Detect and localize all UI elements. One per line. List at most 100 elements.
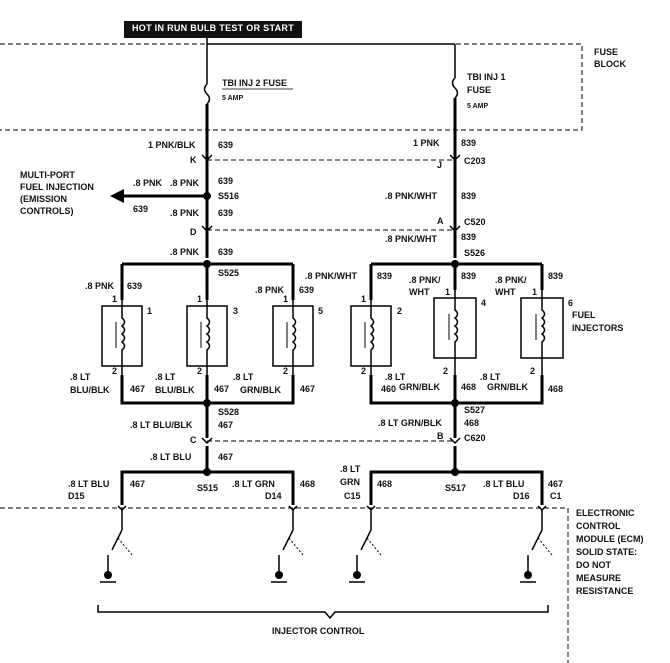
label-l-8ltblublk: .8 LT BLU/BLK xyxy=(130,420,193,430)
label-b6b: GRN/BLK xyxy=(487,382,528,392)
label-ecm4: SOLID STATE: xyxy=(576,547,637,557)
label-C1: C1 xyxy=(550,491,562,501)
label-l-8pnk1: .8 PNK xyxy=(133,178,163,188)
label-p2: 2 xyxy=(361,366,366,376)
label-inj-r-w3a: .8 PNK/ xyxy=(495,275,527,285)
label-p2: 2 xyxy=(283,366,288,376)
label-J: J xyxy=(437,160,442,170)
label-id: 3 xyxy=(233,306,238,316)
header-bar xyxy=(124,21,302,38)
header-title: HOT IN RUN BULB TEST OR START xyxy=(131,23,295,33)
label-b4b: GRN/BLK xyxy=(399,382,440,392)
label-b4n: 468 xyxy=(461,382,476,392)
label-ecm7: RESISTANCE xyxy=(576,586,633,596)
fuse-symbol-right xyxy=(451,77,459,99)
label-p2: 2 xyxy=(443,366,448,376)
label-p1: 1 xyxy=(361,294,366,304)
injector-2: 1 2 2 xyxy=(350,294,402,376)
label-S517: S517 xyxy=(445,483,466,493)
injector-5: 1 5 2 xyxy=(272,294,323,376)
fuse-block-label-1: FUSE xyxy=(594,47,618,57)
label-r-1pnk: 1 PNK xyxy=(413,138,440,148)
label-e-grn: GRN xyxy=(340,477,360,487)
label-ecm6: MEASURE xyxy=(576,573,621,583)
injector-4: 1 4 2 xyxy=(433,287,486,376)
label-p1: 1 xyxy=(112,294,117,304)
fuse-right-name-1: TBI INJ 1 xyxy=(467,72,506,82)
label-inj-r-w2b: WHT xyxy=(409,287,430,297)
label-e-8ltgrn: .8 LT GRN xyxy=(232,479,275,489)
label-p1: 1 xyxy=(197,294,202,304)
label-b3b: BLU/BLK xyxy=(155,385,195,395)
label-l-639a: 639 xyxy=(218,140,233,150)
label-l-1pnkblk: 1 PNK/BLK xyxy=(148,140,196,150)
label-S525: S525 xyxy=(218,268,239,278)
label-b6a: .8 LT xyxy=(480,372,501,382)
label-b5n: 467 xyxy=(300,384,315,394)
injector-1: 1 1 2 xyxy=(101,294,152,376)
fuse-right-rating: 5 AMP xyxy=(467,103,488,110)
label-ecm1: ELECTRONIC xyxy=(576,508,635,518)
label-r-S526: S526 xyxy=(464,248,485,258)
label-id: 5 xyxy=(318,306,323,316)
label-r-839b: 839 xyxy=(461,191,476,201)
label-r-8ltgrnblk: .8 LT GRN/BLK xyxy=(378,418,442,428)
label-e-467: 467 xyxy=(130,479,145,489)
label-b2n: 460 xyxy=(381,384,396,394)
label-id: 2 xyxy=(397,306,402,316)
fuse-left-rating: 5 AMP xyxy=(222,95,243,102)
label-inj-l1-w: .8 PNK xyxy=(85,281,115,291)
ecm-switch-d14 xyxy=(271,505,304,583)
label-ecm3: MODULE (ECM) xyxy=(576,534,644,544)
label-inj-l1-n: 639 xyxy=(127,281,142,291)
label-ecm2: CONTROL xyxy=(576,521,621,531)
label-C620: C620 xyxy=(464,433,486,443)
mpfi-arrow xyxy=(110,189,124,203)
label-mpfi2: FUEL INJECTION xyxy=(20,182,94,192)
label-D14: D14 xyxy=(265,491,282,501)
injector-control-brace xyxy=(97,605,549,620)
label-b4a: .8 LT xyxy=(385,372,406,382)
label-D15: D15 xyxy=(68,491,85,501)
fuse-left-name: TBI INJ 2 FUSE xyxy=(222,78,287,88)
ecm-switch-c15 xyxy=(349,505,382,583)
label-mpfi1: MULTI-PORT xyxy=(20,170,75,180)
label-C: C xyxy=(190,435,197,445)
label-inj-l3-w: .8 PNK xyxy=(255,285,285,295)
label-l-8ltblu: .8 LT BLU xyxy=(150,452,191,462)
injector-control-label: INJECTOR CONTROL xyxy=(272,626,365,636)
fuse-block-label-2: BLOCK xyxy=(594,59,626,69)
label-e-468b: 468 xyxy=(377,479,392,489)
label-l-639f: 639 xyxy=(218,247,233,257)
label-b6n: 468 xyxy=(548,384,563,394)
label-r-839a: 839 xyxy=(461,138,476,148)
label-b1b: BLU/BLK xyxy=(70,385,110,395)
label-l-8pnk3: .8 PNK xyxy=(170,208,200,218)
ecm-outline xyxy=(0,507,569,663)
label-e-468a: 468 xyxy=(300,479,315,489)
label-e-467b: 467 xyxy=(548,479,563,489)
label-r-839c: 839 xyxy=(461,232,476,242)
label-inj-r-w2a: .8 PNK/ xyxy=(409,275,441,285)
label-inj-r-w3b: WHT xyxy=(495,287,516,297)
label-K: K xyxy=(190,155,197,165)
label-l-467b: 467 xyxy=(218,452,233,462)
label-inj-l5-n: 639 xyxy=(299,285,314,295)
label-S516: S516 xyxy=(218,191,239,201)
label-r-8pnkwht1: .8 PNK/WHT xyxy=(385,191,438,201)
label-l-639b: 639 xyxy=(218,176,233,186)
label-l-467a: 467 xyxy=(218,420,233,430)
fuse-right-name-2: FUSE xyxy=(467,85,491,95)
label-inj-r-n2: 839 xyxy=(461,271,476,281)
label-b5b: GRN/BLK xyxy=(240,385,281,395)
ecm-switch-d15 xyxy=(100,505,133,583)
label-r-8pnkwht2: .8 PNK/WHT xyxy=(385,234,438,244)
label-B: B xyxy=(437,431,444,441)
label-b1n: 467 xyxy=(130,384,145,394)
label-D16: D16 xyxy=(513,491,530,501)
label-C15: C15 xyxy=(344,491,361,501)
label-b3n: 467 xyxy=(214,384,229,394)
label-id: 4 xyxy=(481,298,486,308)
label-l-639e: 639 xyxy=(218,208,233,218)
